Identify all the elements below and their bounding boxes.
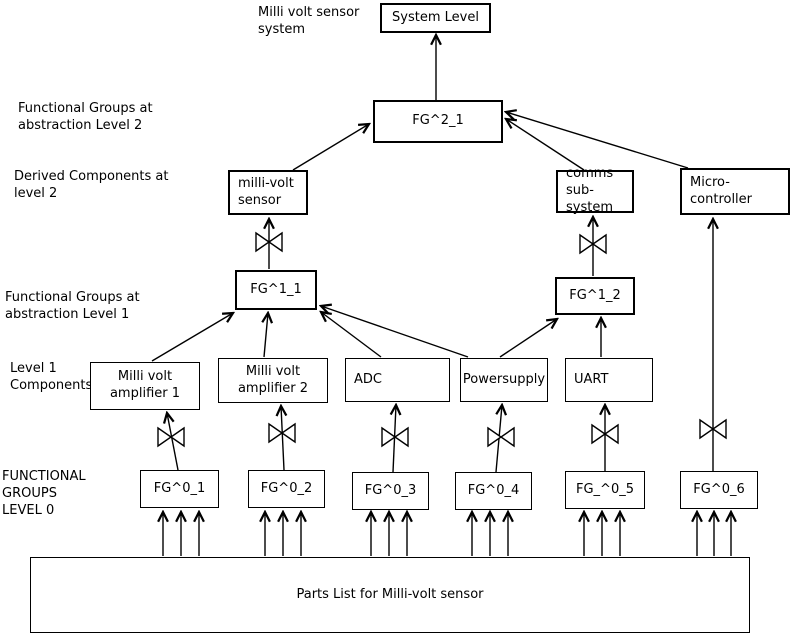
fg0-6-box: FG^0_6	[680, 471, 758, 509]
bowtie-icon	[255, 231, 283, 253]
edge-fg0_1-to-amp1	[167, 413, 179, 471]
edge-micro-to-fg2_1	[506, 112, 689, 169]
edge-sensor-to-fg2_1	[292, 124, 369, 171]
edge-amp2-to-fg1_1	[264, 313, 268, 358]
comms-subsystem-box: comms sub-system	[556, 166, 634, 215]
fg0-1-box: FG^0_1	[140, 470, 219, 508]
edge-powersupply-to-fg1_1	[321, 306, 469, 358]
bowtie-icon	[591, 423, 619, 445]
uart-box: UART	[565, 358, 653, 402]
amp1-box: Milli volt amplifier 1	[90, 362, 200, 410]
bowtie-icon	[268, 422, 296, 444]
fg0-3-box: FG^0_3	[352, 472, 429, 510]
bowtie-icons	[157, 231, 727, 448]
fg-level0-label: FUNCTIONAL GROUPS LEVEL 0	[2, 469, 86, 519]
edge-fg0_2-to-amp2	[281, 406, 284, 471]
edge-fg0_3-to-adc	[393, 405, 396, 473]
fg1-1-box: FG^1_1	[235, 270, 317, 310]
parts-list-arrows	[163, 512, 731, 556]
level1-components-label: Level 1 Components	[10, 361, 93, 394]
bowtie-icon	[487, 426, 515, 448]
bowtie-icon	[579, 233, 607, 255]
system-note-label: Milli volt sensor system	[258, 5, 360, 38]
edge-amp1-to-fg1_1	[151, 313, 233, 362]
micro-controller-box: Micro- controller	[680, 168, 790, 215]
bowtie-icon	[381, 426, 409, 448]
derived-level2-label: Derived Components at level 2	[14, 169, 169, 202]
connectors	[151, 35, 713, 473]
fg1-2-box: FG^1_2	[555, 277, 635, 315]
powersupply-box: Powersupply	[460, 358, 548, 402]
bowtie-icon	[699, 418, 727, 440]
fg0-2-box: FG^0_2	[248, 470, 325, 508]
fg-level1-label: Functional Groups at abstraction Level 1	[5, 290, 140, 323]
fg2-1-box: FG^2_1	[373, 100, 503, 143]
adc-box: ADC	[345, 358, 450, 402]
parts-list-box: Parts List for Milli-volt sensor	[30, 557, 750, 633]
edge-adc-to-fg1_1	[321, 312, 382, 358]
fg0-4-box: FG^0_4	[455, 472, 532, 510]
fg-level2-label: Functional Groups at abstraction Level 2	[18, 101, 153, 134]
amp2-box: Milli volt amplifier 2	[218, 358, 328, 403]
system-level-box: System Level	[380, 3, 491, 33]
fg0-5-box: FG_^0_5	[565, 471, 645, 509]
millivolt-sensor-box: milli-volt sensor	[228, 170, 308, 215]
bowtie-icon	[157, 426, 185, 448]
edge-comms-to-fg2_1	[506, 119, 585, 171]
edge-powersupply-to-fg1_2	[499, 319, 557, 358]
